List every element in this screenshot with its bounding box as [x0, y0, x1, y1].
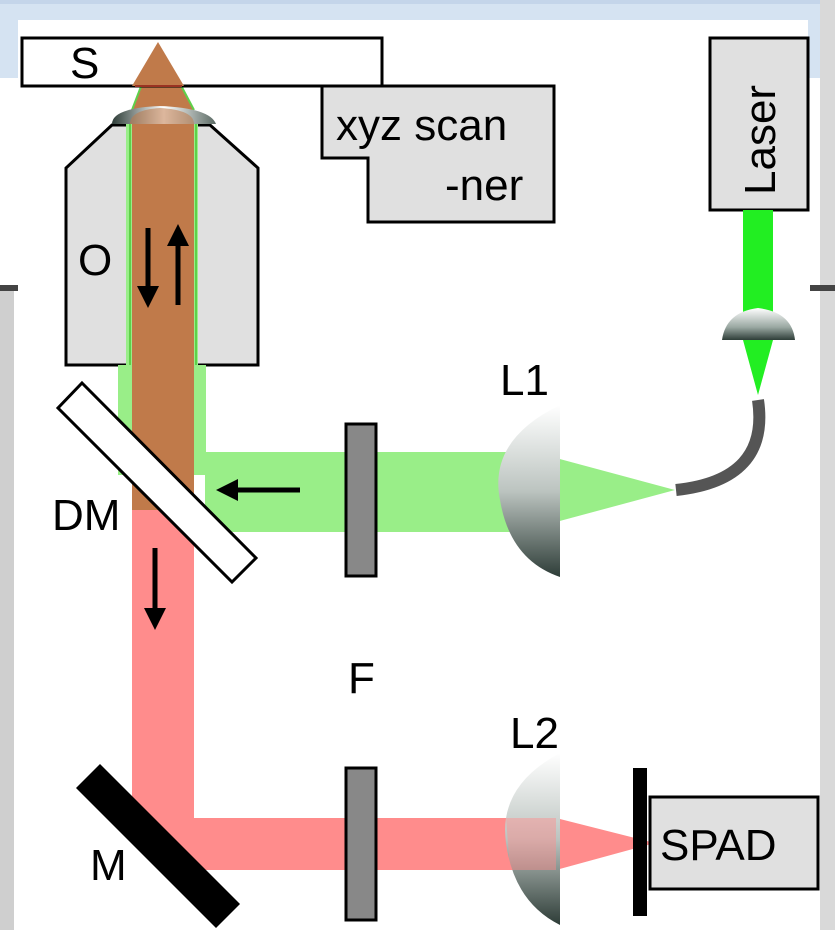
- filter-excitation: [344, 422, 378, 578]
- laser: Laser: [708, 36, 810, 212]
- laser-beam: [743, 210, 773, 395]
- emission-arrow: [144, 548, 166, 630]
- dichroic-mirror-label: DM: [52, 491, 120, 540]
- lens-l1: [498, 405, 560, 577]
- excitation-arrow: [216, 479, 300, 501]
- spad-detector: SPAD: [633, 768, 820, 916]
- emission-beam-down: [132, 500, 194, 830]
- laser-label: Laser: [736, 85, 785, 195]
- lens-l2-label: L2: [510, 709, 559, 758]
- mirror: [76, 764, 240, 928]
- xyz-scanner: xyz scan -ner: [320, 84, 556, 224]
- objective-direction-arrows: [137, 224, 189, 308]
- objective-lens: [112, 106, 216, 124]
- emission-focus-cone: [556, 818, 655, 870]
- lens-l1-label: L1: [500, 356, 549, 405]
- filter-label: F: [348, 654, 375, 703]
- objective-label: O: [78, 236, 112, 285]
- fiber-output-cone: [556, 458, 675, 522]
- beams: [118, 41, 675, 870]
- sample-label: S: [70, 39, 99, 88]
- sample-slide: S: [20, 36, 384, 88]
- optical-fiber: [675, 399, 766, 496]
- scanner-label-line1: xyz scan: [336, 101, 507, 150]
- filter-emission: [344, 766, 378, 922]
- emission-beam-horizontal: [132, 818, 556, 870]
- laser-collimating-lens: [722, 308, 795, 340]
- dichroic-mirror: [55, 380, 259, 585]
- mirror-label: M: [90, 841, 127, 890]
- spad-label: SPAD: [660, 821, 777, 870]
- lens-l2: [505, 753, 560, 925]
- scanner-label-line2: -ner: [445, 161, 523, 210]
